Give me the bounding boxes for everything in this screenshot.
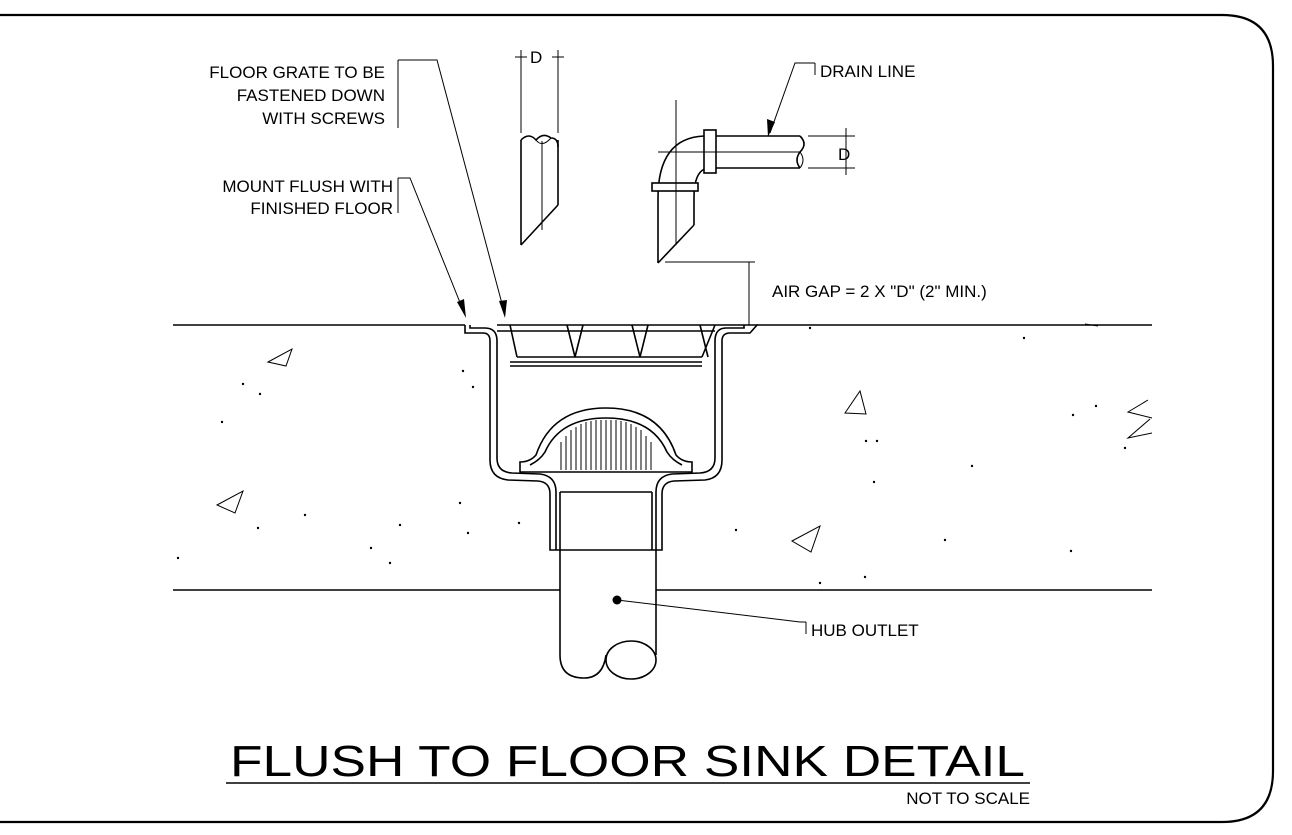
sheet-border bbox=[0, 13, 1275, 824]
air-gap-callout: AIR GAP = 2 X "D" (2" MIN.) bbox=[772, 282, 987, 301]
dome-strainer bbox=[519, 407, 693, 473]
svg-text:FASTENED DOWN: FASTENED DOWN bbox=[237, 86, 385, 105]
svg-text:FINISHED FLOOR: FINISHED FLOOR bbox=[250, 199, 393, 218]
floor-slab bbox=[173, 323, 1153, 591]
floor-grate-callout: FLOOR GRATE TO BE FASTENED DOWN WITH SCR… bbox=[209, 63, 385, 128]
drain-line-elbow bbox=[651, 100, 855, 264]
svg-text:MOUNT FLUSH WITH: MOUNT FLUSH WITH bbox=[222, 177, 393, 196]
detail-subtitle: NOT TO SCALE bbox=[906, 789, 1030, 808]
vertical-pipe-d-label: D bbox=[530, 48, 542, 67]
aggregate-triangle bbox=[215, 489, 244, 514]
aggregate-triangle bbox=[266, 347, 293, 367]
leaders bbox=[397, 59, 816, 634]
aggregate-triangle bbox=[844, 389, 867, 415]
aggregate-dots bbox=[176, 326, 1127, 585]
hub-outlet-pipe bbox=[559, 550, 657, 680]
floor-sink-body bbox=[464, 324, 759, 551]
svg-text:WITH SCREWS: WITH SCREWS bbox=[262, 109, 385, 128]
air-gap-dimension bbox=[665, 261, 755, 325]
horizontal-pipe-d-label: D bbox=[838, 145, 850, 164]
drain-line-callout: DRAIN LINE bbox=[820, 62, 915, 81]
hub-outlet-callout: HUB OUTLET bbox=[811, 621, 919, 640]
vertical-waste-pipe bbox=[515, 50, 564, 246]
svg-text:FLOOR GRATE TO BE: FLOOR GRATE TO BE bbox=[209, 63, 385, 82]
mount-flush-callout: MOUNT FLUSH WITH FINISHED FLOOR bbox=[222, 177, 393, 218]
detail-title: FLUSH TO FLOOR SINK DETAIL bbox=[230, 737, 1025, 786]
aggregate-triangle bbox=[790, 524, 821, 553]
aggregate-triangle bbox=[1126, 399, 1153, 419]
aggregate-triangle bbox=[1126, 418, 1153, 439]
